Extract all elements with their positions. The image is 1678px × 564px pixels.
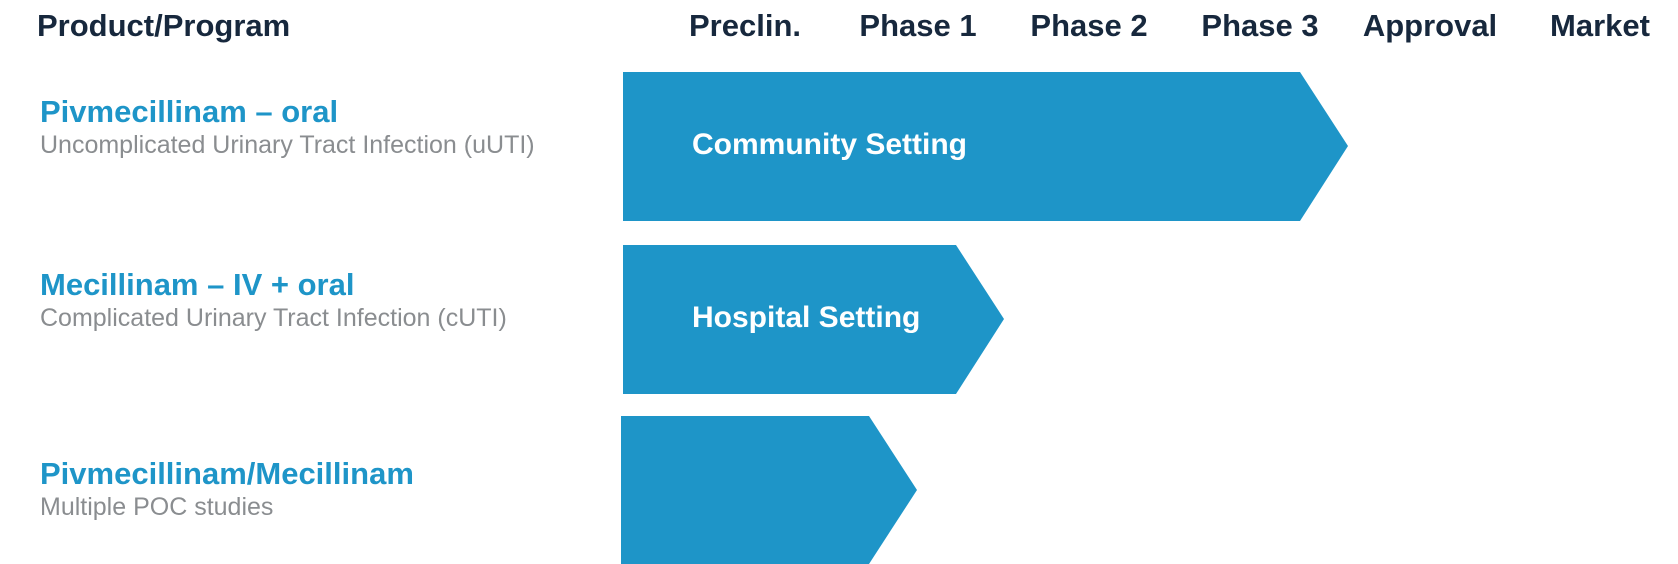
phase-header-market: Market: [1550, 8, 1650, 43]
program-row-pivmecillinam-oral: Pivmecillinam – oral Uncomplicated Urina…: [40, 95, 600, 161]
phase-header-phase-3: Phase 3: [1201, 8, 1319, 43]
bar-label-community-setting: Community Setting: [692, 128, 967, 161]
program-row-mecillinam-iv-oral: Mecillinam – IV + oral Complicated Urina…: [40, 268, 600, 334]
program-title: Pivmecillinam – oral: [40, 94, 339, 129]
bar-label-hospital-setting: Hospital Setting: [692, 301, 921, 334]
progress-arrow-hospital: [623, 245, 1004, 394]
progress-arrow-community: [623, 72, 1348, 221]
phase-header-preclin: Preclin.: [689, 8, 801, 43]
program-indication: Multiple POC studies: [40, 493, 274, 521]
phase-header-phase-1: Phase 1: [859, 8, 977, 43]
program-title: Pivmecillinam/Mecillinam: [40, 456, 414, 491]
program-row-poc-studies: Pivmecillinam/Mecillinam Multiple POC st…: [40, 457, 600, 523]
progress-arrow-poc: [621, 416, 917, 564]
product-program-header: Product/Program: [37, 8, 291, 43]
phase-header-phase-2: Phase 2: [1030, 8, 1148, 43]
phase-header-approval: Approval: [1362, 8, 1498, 43]
program-indication: Complicated Urinary Tract Infection (cUT…: [40, 304, 507, 332]
program-indication: Uncomplicated Urinary Tract Infection (u…: [40, 131, 535, 159]
program-title: Mecillinam – IV + oral: [40, 267, 355, 302]
